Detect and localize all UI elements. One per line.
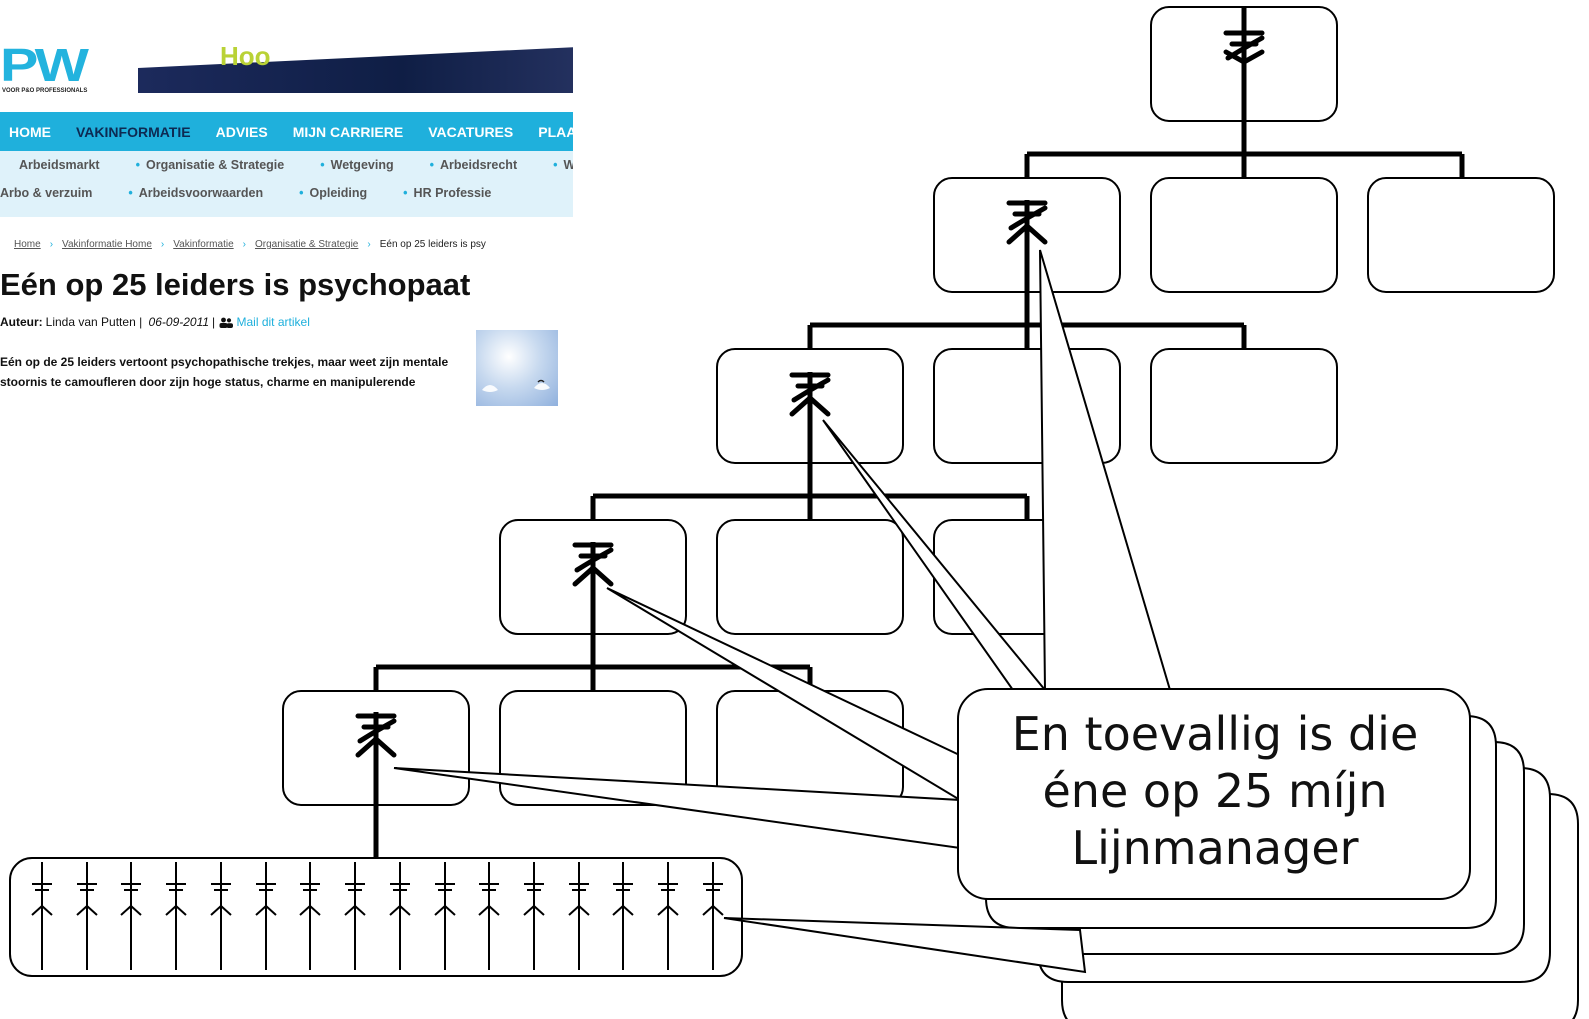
subnav-item[interactable]: Arbo & verzuim [0, 186, 93, 200]
sub-nav: Arbeidsmarkt •Organisatie & Strategie •W… [0, 151, 573, 217]
callout-text: En toevallig is die éne op 25 míjn Lijnm… [960, 706, 1470, 877]
author-label: Auteur: [0, 315, 43, 329]
subnav-item[interactable]: •Werving & [553, 158, 573, 172]
meta-separator: | [212, 315, 219, 329]
banner-text: Hoo [220, 43, 271, 69]
callout-box [957, 688, 1471, 900]
person-icon [120, 862, 142, 970]
org-box-workers [9, 857, 743, 977]
subnav-row-1: Arbeidsmarkt •Organisatie & Strategie •W… [19, 159, 573, 172]
subnav-item[interactable]: •Arbeidsrecht [429, 158, 518, 172]
bullet-icon: • [429, 158, 434, 172]
subnav-item[interactable]: Arbeidsmarkt [19, 158, 100, 172]
org-box-level2 [1150, 177, 1338, 293]
person-icon [255, 862, 277, 970]
breadcrumb-current: Eén op 25 leiders is psy [379, 239, 486, 250]
person-icon [612, 862, 634, 970]
person-icon [1223, 30, 1265, 65]
callout-line: éne op 25 míjn [1042, 764, 1388, 818]
logo-tagline: VOOR P&O PROFESSIONALS [2, 88, 88, 94]
article-date: 06-09-2011 [148, 315, 210, 329]
logo-text: PW [0, 39, 89, 91]
callout-line: Lijnmanager [1071, 821, 1359, 875]
person-icon [299, 862, 321, 970]
bullet-icon: • [403, 186, 408, 200]
subnav-row-2: Arbo & verzuim •Arbeidsvoorwaarden •Ople… [0, 187, 527, 200]
leader-figures [355, 30, 1265, 758]
chevron-right-icon: › [160, 239, 165, 250]
person-icon [657, 862, 679, 970]
article-image [476, 330, 558, 406]
bullet-icon: • [128, 186, 133, 200]
author-name: Linda van Putten [45, 315, 136, 329]
bullet-icon: • [553, 158, 558, 172]
nav-item-advies[interactable]: ADVIES [215, 123, 268, 140]
person-icon [568, 862, 590, 970]
nav-item-vakinformatie[interactable]: VAKINFORMATIE [76, 123, 191, 140]
birds-icon [482, 379, 550, 392]
person-icon [355, 713, 397, 758]
chevron-right-icon: › [367, 239, 371, 250]
person-icon [789, 372, 831, 417]
breadcrumb-link[interactable]: Vakinformatie Home [62, 239, 152, 250]
subnav-item[interactable]: •Organisatie & Strategie [135, 158, 285, 172]
subnav-item[interactable]: •Arbeidsvoorwaarden [128, 186, 264, 200]
article-screenshot: PW VOOR P&O PROFESSIONALS Hoo HOME VAKIN… [0, 0, 573, 410]
chevron-right-icon: › [242, 239, 246, 250]
breadcrumb-link[interactable]: Organisatie & Strategie [254, 239, 359, 250]
worker-figures [31, 862, 724, 970]
article-meta: Auteur: Linda van Putten | 06-09-2011 | … [0, 316, 310, 328]
nav-item-mijn-carriere[interactable]: MIJN CARRIERE [292, 123, 404, 140]
bullet-icon: • [299, 186, 304, 200]
person-icon [434, 862, 456, 970]
subnav-item[interactable]: •Opleiding [299, 186, 368, 200]
person-icon [210, 862, 232, 970]
callout-pointers [393, 249, 1172, 974]
site-logo[interactable]: PW VOOR P&O PROFESSIONALS [0, 40, 110, 96]
breadcrumb-link[interactable]: Home [14, 239, 41, 250]
person-icon [165, 862, 187, 970]
callout-line: En toevallig is die [1011, 707, 1419, 761]
person-icon [31, 862, 53, 970]
subnav-item[interactable]: •Wetgeving [320, 158, 394, 172]
person-icon [702, 862, 724, 970]
org-connectors [373, 7, 1465, 858]
bullet-icon: • [320, 158, 325, 172]
main-nav: HOME VAKINFORMATIE ADVIES MIJN CARRIERE … [0, 112, 573, 151]
person-icon [572, 542, 614, 587]
article-title: Eén op 25 leiders is psychopaat [0, 267, 471, 302]
users-icon [219, 317, 233, 328]
org-box-level3 [1150, 348, 1338, 464]
person-icon [478, 862, 500, 970]
chevron-right-icon: › [49, 239, 54, 250]
nav-item-home[interactable]: HOME [9, 123, 51, 140]
bullet-icon: • [135, 158, 140, 172]
mail-article-link[interactable]: Mail dit artikel [236, 315, 310, 329]
breadcrumb-link[interactable]: Vakinformatie [173, 239, 234, 250]
org-box-level4 [716, 519, 904, 635]
nav-item-vacatures[interactable]: VACATURES [428, 123, 514, 140]
person-icon [523, 862, 545, 970]
subnav-item[interactable]: •HR Professie [403, 186, 492, 200]
person-icon [344, 862, 366, 970]
person-icon [76, 862, 98, 970]
breadcrumb: Home › Vakinformatie Home › Vakinformatie › Or… [14, 240, 486, 250]
person-icon [1006, 200, 1048, 245]
nav-item-plaat[interactable]: PLAAT [538, 123, 573, 140]
org-box-level2 [1367, 177, 1555, 293]
meta-separator: | [135, 315, 146, 329]
article-intro: Eén op de 25 leiders vertoont psychopath… [0, 355, 449, 389]
person-icon [389, 862, 411, 970]
